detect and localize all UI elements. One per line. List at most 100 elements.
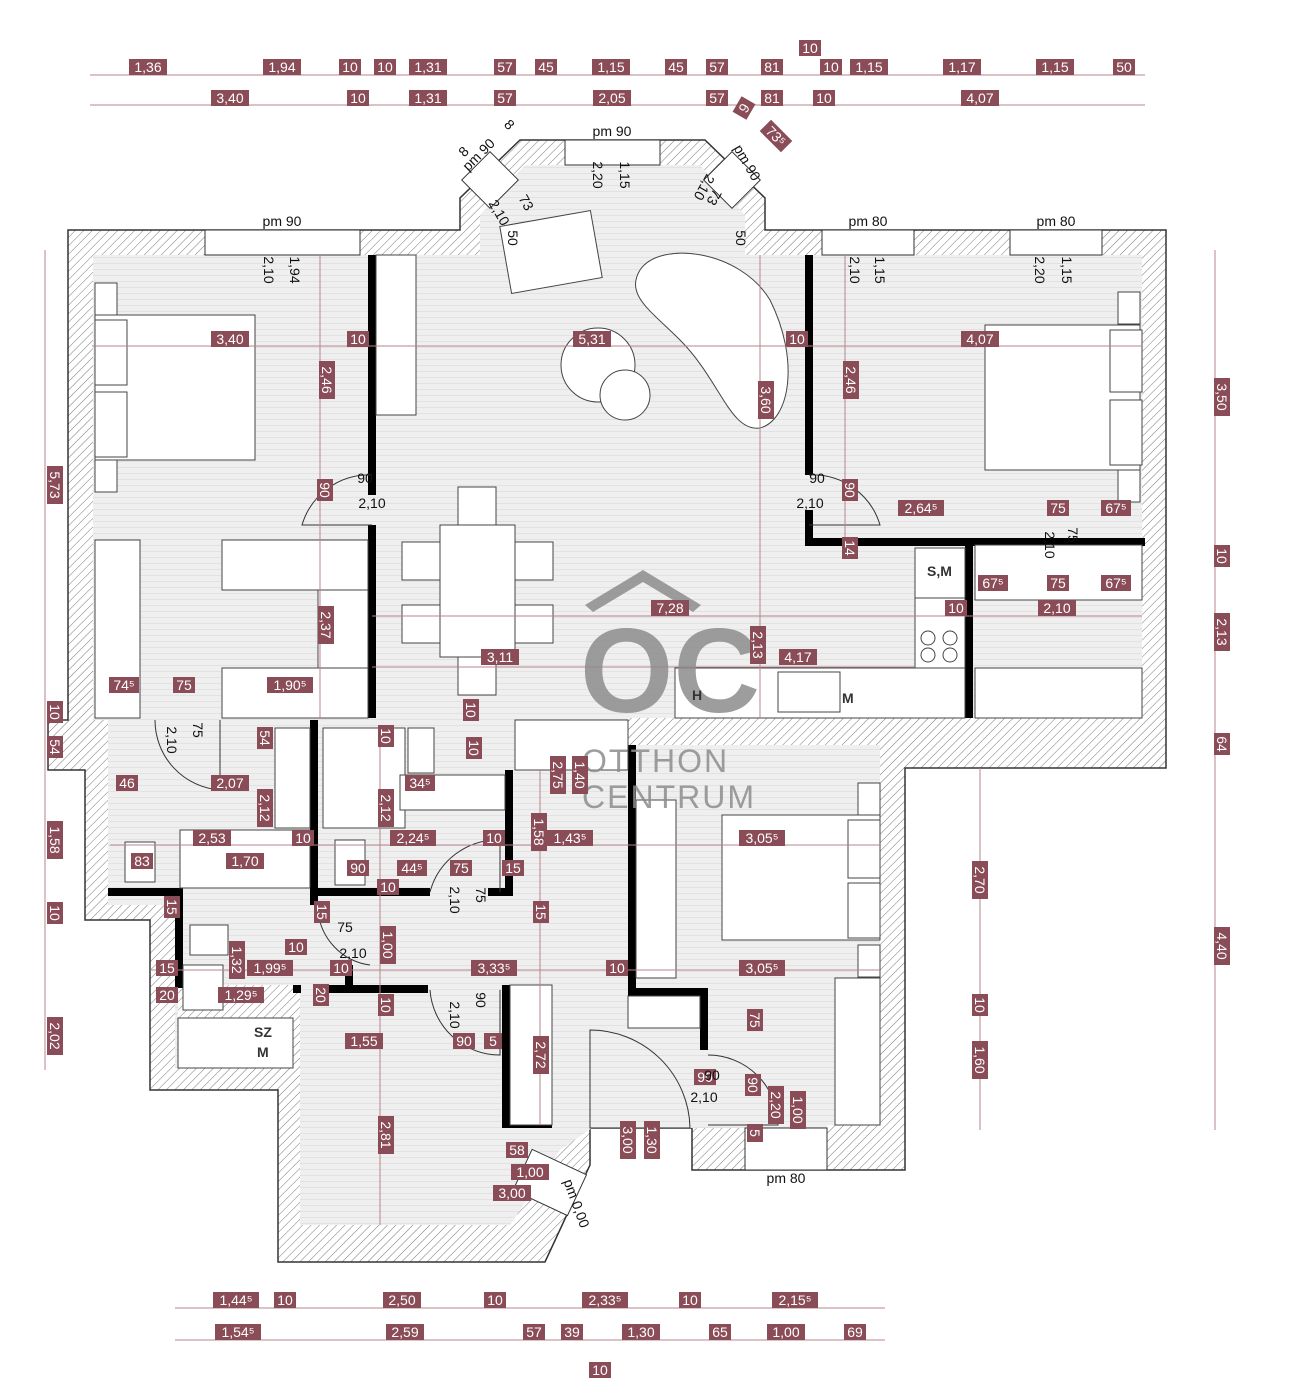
svg-text:10: 10	[47, 905, 63, 921]
dim-interior: 90	[317, 479, 333, 501]
dim-top1: 57	[494, 59, 516, 75]
dim-interior: 90	[745, 1074, 761, 1096]
dim-interior: 5	[747, 1124, 763, 1142]
window-label: pm 80	[1037, 213, 1076, 229]
opening-label: 2,10	[358, 495, 385, 511]
svg-text:1,17: 1,17	[948, 59, 975, 75]
dim-right: 2,13	[1214, 613, 1230, 651]
svg-text:2,37: 2,37	[318, 611, 334, 638]
svg-text:15: 15	[159, 960, 175, 976]
dim-top1: 50	[1113, 59, 1135, 75]
dim-interior: 67⁵	[1101, 575, 1131, 591]
dim-top2: 81	[761, 90, 783, 106]
svg-text:1,58: 1,58	[531, 818, 547, 845]
svg-text:90: 90	[697, 1069, 713, 1085]
dim-interior: 10	[945, 600, 967, 616]
dim-interior: 20	[313, 984, 329, 1006]
svg-text:3,05⁵: 3,05⁵	[745, 960, 778, 976]
svg-text:1,29⁵: 1,29⁵	[224, 987, 257, 1003]
svg-text:7,28: 7,28	[656, 600, 683, 616]
svg-text:44⁵: 44⁵	[401, 860, 422, 876]
windows	[204, 139, 1103, 1217]
dim-interior: 2,46	[319, 361, 335, 399]
dim-interior: 90	[842, 479, 858, 501]
dim-right: 10	[1214, 545, 1230, 567]
svg-text:2,13: 2,13	[1214, 618, 1230, 645]
svg-text:3,11: 3,11	[487, 649, 513, 665]
dim-interior: 1,00	[380, 926, 396, 964]
opening-label: 90	[473, 992, 489, 1008]
dim-bottom2: 57	[523, 1324, 545, 1340]
svg-text:10: 10	[333, 960, 349, 976]
dim-interior: 3,33⁵	[471, 960, 517, 976]
opening-label: 2,10	[447, 886, 463, 913]
svg-text:1,43⁵: 1,43⁵	[553, 830, 586, 846]
dim-top2: 57	[706, 90, 728, 106]
svg-text:5,31: 5,31	[578, 331, 605, 347]
dim-interior: 2,10	[1038, 600, 1076, 616]
dim-interior: 34⁵	[405, 775, 435, 791]
svg-text:10: 10	[486, 830, 502, 846]
svg-text:10: 10	[378, 997, 394, 1013]
svg-text:3,40: 3,40	[216, 90, 243, 106]
svg-text:10: 10	[1214, 548, 1230, 564]
dim-interior: 4,17	[779, 649, 817, 665]
dim-interior: 1,40	[572, 756, 588, 794]
opening-label: 1,15	[1059, 256, 1075, 283]
opening-label: 90	[704, 1067, 720, 1083]
dim-interior: 10	[972, 994, 988, 1016]
svg-text:75: 75	[1050, 500, 1066, 516]
svg-text:15: 15	[533, 904, 549, 920]
wardrobe-bottom	[635, 799, 677, 979]
svg-text:1,90⁵: 1,90⁵	[273, 677, 306, 693]
dim-interior: 2,12	[257, 789, 273, 827]
dim-interior: 2,70	[972, 861, 988, 899]
svg-text:1,31: 1,31	[414, 90, 441, 106]
dim-interior: 4,07	[961, 331, 999, 347]
dim-interior: 1,00	[790, 1091, 806, 1129]
svg-text:15: 15	[314, 904, 330, 920]
dim-interior: 10	[330, 960, 352, 976]
fixture-sm: S,M	[927, 563, 952, 579]
svg-text:20: 20	[159, 987, 175, 1003]
dim-interior: 2,12	[378, 789, 394, 827]
svg-text:1,60: 1,60	[972, 1046, 988, 1073]
svg-text:54: 54	[257, 730, 273, 746]
fixture-szm: M	[257, 1044, 269, 1060]
dim-interior: 1,70	[226, 853, 264, 869]
svg-text:10: 10	[682, 1292, 698, 1308]
wardrobe-living	[375, 254, 417, 416]
dim-interior: 10	[786, 331, 808, 347]
svg-text:81: 81	[764, 90, 780, 106]
opening-label: 75	[1065, 527, 1081, 543]
dim-interior: 3,00	[493, 1185, 531, 1201]
svg-text:3,05⁵: 3,05⁵	[745, 830, 778, 846]
dim-interior: 3,11	[481, 649, 519, 665]
dim-interior: 3,00	[620, 1121, 636, 1159]
svg-text:1,36: 1,36	[134, 59, 161, 75]
svg-text:2,53: 2,53	[198, 830, 225, 846]
svg-text:10: 10	[277, 1292, 293, 1308]
dim-interior: 5	[484, 1033, 502, 1049]
svg-text:74⁵: 74⁵	[113, 677, 134, 693]
svg-text:2,05: 2,05	[598, 90, 625, 106]
dim-top1: 45	[665, 59, 687, 75]
svg-text:39: 39	[564, 1324, 580, 1340]
dim-bottom1: 2,15⁵	[772, 1292, 818, 1308]
opening-label: 2,20	[590, 161, 606, 188]
dim-interior: 10	[483, 830, 505, 846]
dim-interior: 2,20	[768, 1086, 784, 1124]
dim-interior: 75	[1047, 575, 1069, 591]
fixture-h: H	[692, 687, 702, 703]
svg-text:1,15: 1,15	[1041, 59, 1068, 75]
dining-table	[439, 524, 516, 658]
dim-interior: 15	[164, 896, 180, 918]
opening-label: 75	[337, 919, 353, 935]
svg-text:69: 69	[847, 1324, 863, 1340]
svg-text:20: 20	[313, 987, 329, 1003]
dim-interior: 10	[463, 699, 479, 721]
svg-text:90: 90	[842, 482, 858, 498]
opening-label: 2,10	[690, 1089, 717, 1105]
svg-text:2,10: 2,10	[1043, 600, 1070, 616]
